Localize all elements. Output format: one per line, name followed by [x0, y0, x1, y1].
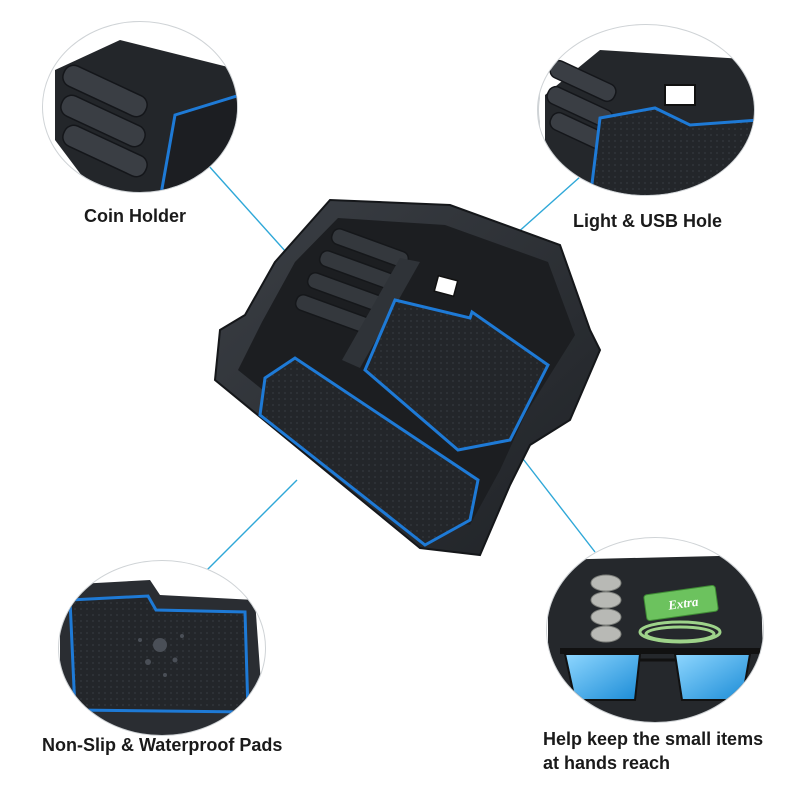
upper-pad	[363, 298, 550, 452]
leader-help	[519, 454, 596, 553]
help-caption: Help keep the small items at hands reach	[543, 727, 763, 775]
lower-pad	[258, 356, 480, 547]
gum-label: Extra	[666, 594, 700, 613]
cable-coil	[638, 620, 722, 644]
tray-divider	[342, 258, 420, 368]
coin-holder-caption: Coin Holder	[84, 206, 186, 226]
sunglasses	[560, 648, 760, 701]
pads-caption: Non-Slip & Waterproof Pads	[42, 735, 283, 755]
light-usb-caption: Light & USB Hole	[573, 211, 722, 231]
items-detail: Extra	[546, 537, 764, 723]
light-usb-detail	[537, 24, 755, 196]
coins	[590, 574, 622, 643]
usb-hole	[433, 274, 459, 298]
help-caption-line1: Help keep the small items	[543, 729, 764, 749]
coin-holder-detail	[42, 21, 238, 193]
water-splash	[138, 634, 184, 677]
leader-coin	[207, 164, 296, 263]
help-caption-line2: at hands reach	[543, 753, 671, 773]
pads-detail	[58, 560, 266, 736]
gum-pack	[643, 585, 719, 621]
armrest-tray	[213, 198, 602, 557]
leader-pads	[204, 479, 298, 573]
